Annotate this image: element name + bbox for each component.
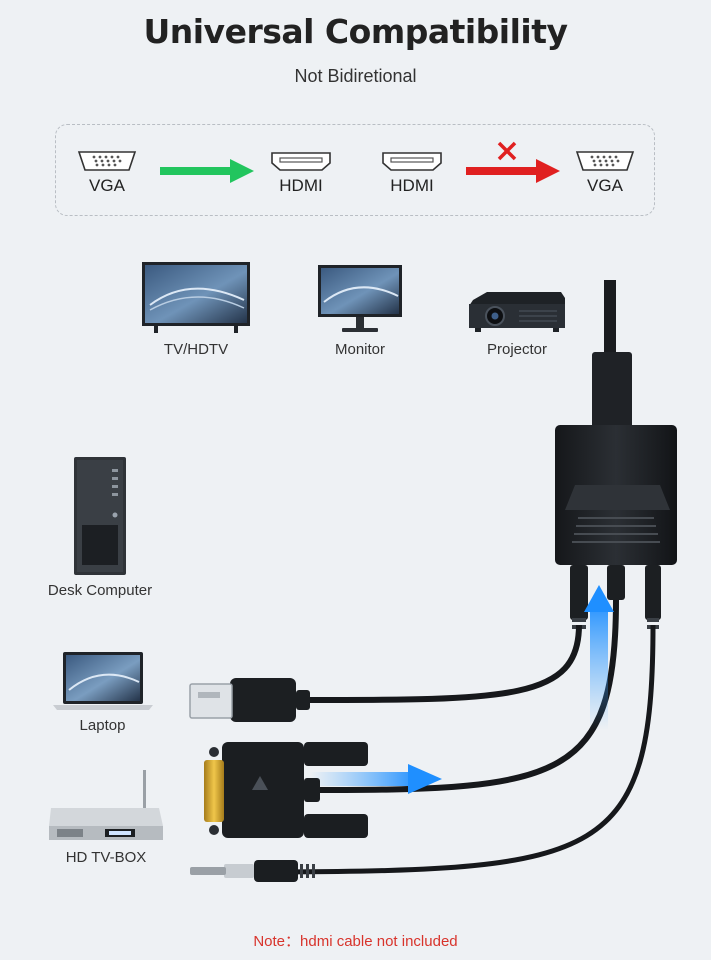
vga-port-icon — [575, 151, 635, 171]
usb-plug — [230, 678, 296, 722]
vga-target-label: VGA — [587, 176, 623, 195]
note-body: hdmi cable not included — [300, 933, 458, 950]
device-tv-label: TV/HDTV — [163, 341, 229, 358]
tv-box-icon — [49, 770, 163, 840]
tv-icon — [142, 262, 250, 333]
hdmi-target-connector: HDMI — [266, 150, 336, 196]
projector-icon — [469, 292, 565, 332]
vga-port-icon — [77, 151, 137, 171]
device-laptop: Laptop — [45, 650, 160, 734]
device-projector: Projector — [462, 290, 572, 358]
hdmi-source-connector: HDMI — [377, 150, 447, 196]
device-tv-box-label: HD TV-BOX — [65, 849, 147, 866]
usb-cable — [299, 624, 582, 703]
device-monitor: Monitor — [305, 264, 415, 358]
device-desk-computer: Desk Computer — [30, 455, 170, 599]
laptop-icon — [52, 652, 153, 710]
note-prefix: Note： — [253, 933, 301, 950]
hdmi-source-label: HDMI — [390, 176, 434, 195]
desktop-tower-icon — [74, 457, 126, 575]
device-laptop-label: Laptop — [79, 717, 126, 734]
device-tv-box: HD TV-BOX — [45, 768, 167, 866]
compatibility-panel — [55, 124, 655, 216]
hdmi-port-icon — [271, 152, 331, 171]
device-monitor-label: Monitor — [334, 341, 386, 358]
supported-arrow-icon — [160, 159, 254, 183]
note-text: Note：hdmi cable not included — [0, 930, 711, 951]
vga-source-label: VGA — [89, 176, 125, 195]
signal-right-arrow-icon — [408, 764, 442, 794]
hdmi-target-label: HDMI — [279, 176, 323, 195]
signal-up-arrow-icon — [584, 585, 614, 612]
page-title: Universal Compatibility — [143, 12, 568, 51]
unsupported-arrow-icon — [466, 141, 560, 183]
audio-cable — [279, 624, 656, 875]
device-desk-computer-label: Desk Computer — [47, 582, 153, 599]
page-subtitle: Not Bidiretional — [294, 66, 417, 86]
monitor-icon — [318, 265, 402, 332]
vga-target-connector: VGA — [570, 150, 640, 196]
hdmi-port-icon — [382, 152, 442, 171]
device-tv: TV/HDTV — [136, 260, 256, 358]
vga-source-connector: VGA — [72, 150, 142, 196]
audio-plug — [224, 864, 254, 878]
hdmi-plug — [592, 352, 632, 430]
device-projector-label: Projector — [486, 341, 548, 358]
adapter-illustration — [189, 280, 677, 882]
